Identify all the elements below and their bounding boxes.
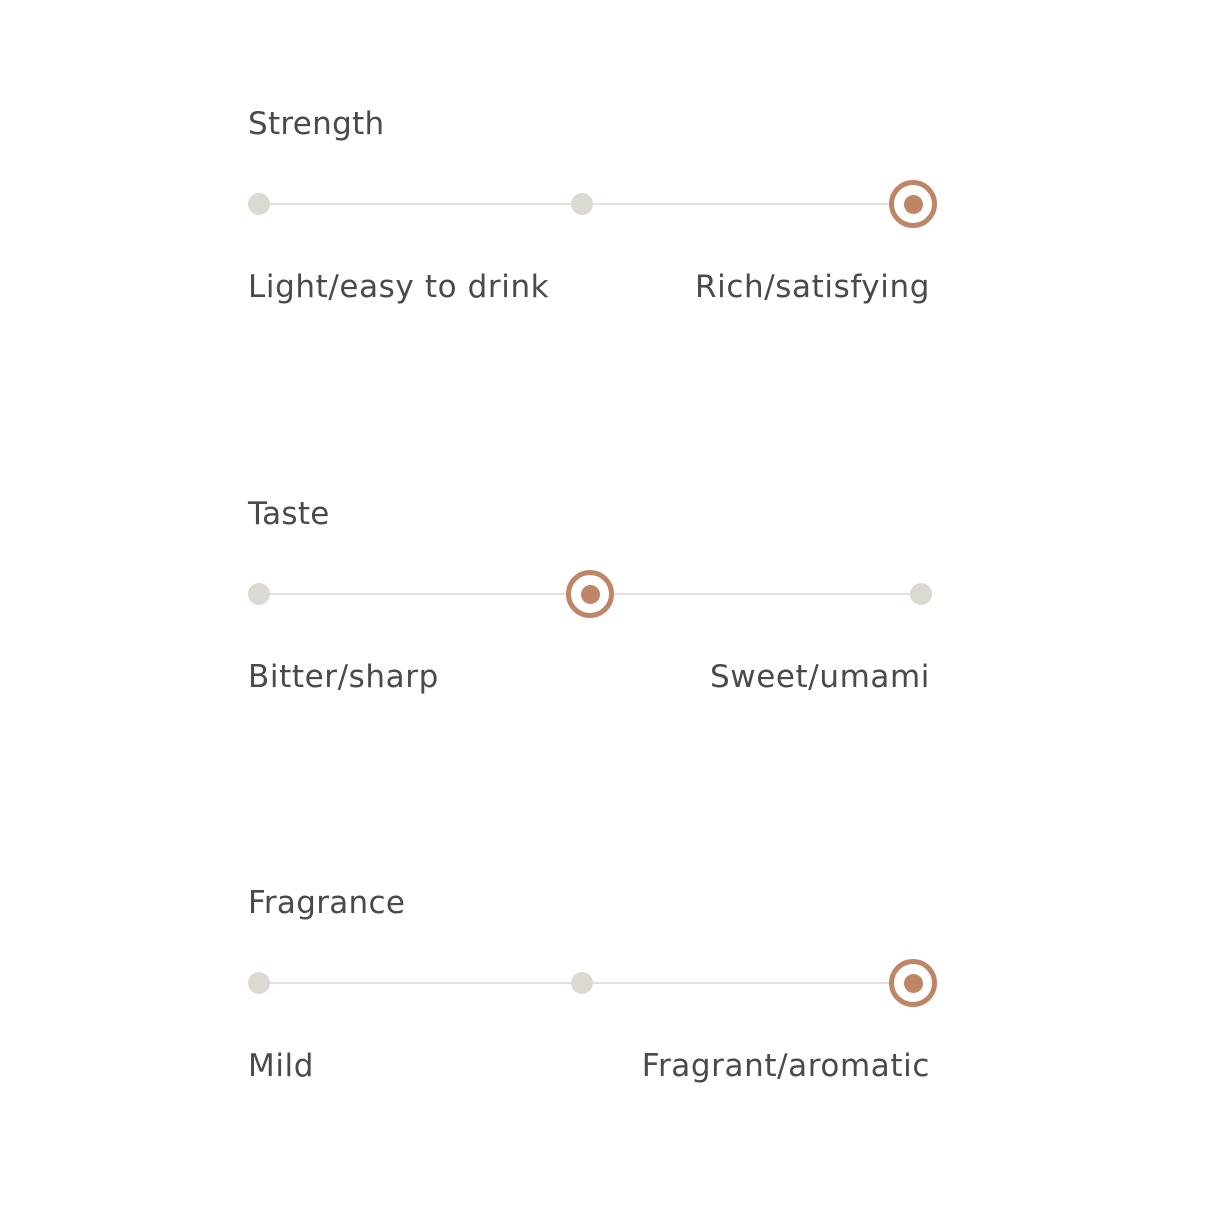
fragrance-left-label: Mild (248, 1048, 315, 1084)
taste-title: Taste (248, 496, 330, 532)
fragrance-title: Fragrance (248, 885, 406, 921)
strength-left-label: Light/easy to drink (248, 269, 550, 305)
fragrance-scale: Fragrance Mild Fragrant/aromatic (248, 885, 937, 1125)
strength-step-2[interactable] (571, 193, 593, 215)
taste-scale: Taste Bitter/sharp Sweet/umami (248, 496, 936, 736)
fragrance-slider[interactable] (248, 958, 937, 1008)
taste-slider[interactable] (248, 569, 936, 619)
strength-slider[interactable] (248, 179, 937, 229)
fragrance-right-label: Fragrant/aromatic (641, 1048, 930, 1084)
taste-left-label: Bitter/sharp (248, 659, 439, 695)
strength-scale: Strength Light/easy to drink Rich/satisf… (248, 106, 937, 346)
taste-step-3[interactable] (910, 583, 932, 605)
fragrance-step-3[interactable] (889, 959, 937, 1007)
taste-right-label: Sweet/umami (709, 659, 930, 695)
fragrance-step-2[interactable] (571, 972, 593, 994)
strength-step-3[interactable] (889, 180, 937, 228)
strength-right-label: Rich/satisfying (694, 269, 930, 305)
strength-step-1[interactable] (248, 193, 270, 215)
strength-title: Strength (248, 106, 385, 142)
fragrance-step-1[interactable] (248, 972, 270, 994)
taste-step-2[interactable] (566, 570, 614, 618)
taste-step-1[interactable] (248, 583, 270, 605)
